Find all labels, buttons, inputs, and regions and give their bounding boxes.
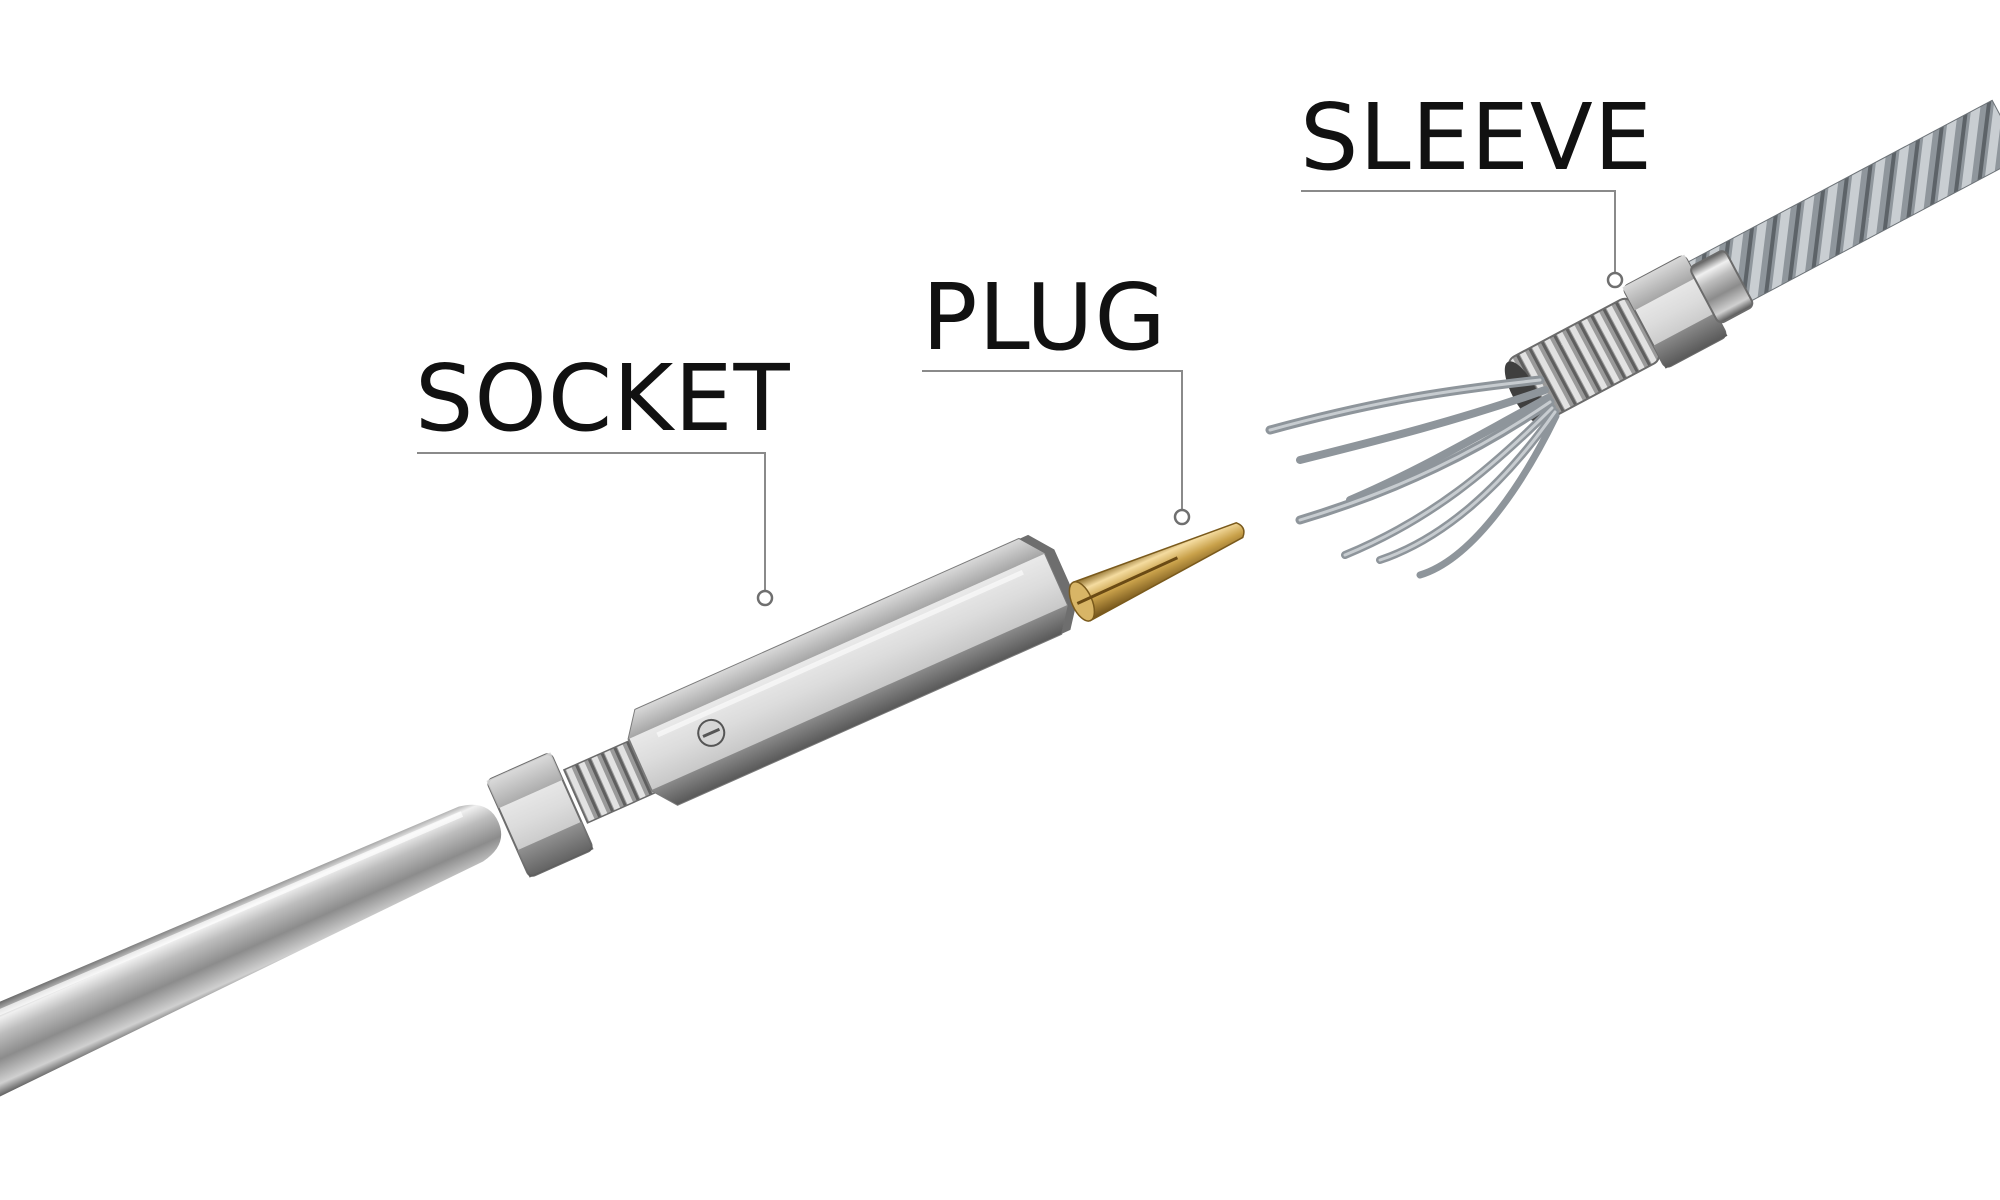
sleeve-callout: SLEEVE: [1300, 84, 1653, 289]
socket-assembly: [0, 534, 1078, 1120]
socket-leader-line: [417, 452, 766, 590]
socket-label: SOCKET: [415, 345, 791, 452]
socket-body: [627, 534, 1078, 806]
plug-leader-line: [922, 370, 1183, 509]
plug-cone: [1068, 522, 1245, 622]
hex-nut: [486, 752, 594, 878]
plug-callout: PLUG: [922, 264, 1191, 526]
swage-shaft: [0, 804, 502, 1120]
socket-callout: SOCKET: [415, 345, 791, 607]
sleeve-leader-line: [1301, 190, 1616, 272]
socket-leader-dot: [756, 589, 774, 607]
plug-label: PLUG: [922, 264, 1167, 371]
sleeve-assembly: [1265, 99, 2000, 579]
sleeve-label: SLEEVE: [1300, 84, 1653, 191]
splayed-wires: [1265, 375, 1560, 579]
sleeve-leader-dot: [1606, 271, 1624, 289]
plug-leader-dot: [1173, 508, 1191, 526]
